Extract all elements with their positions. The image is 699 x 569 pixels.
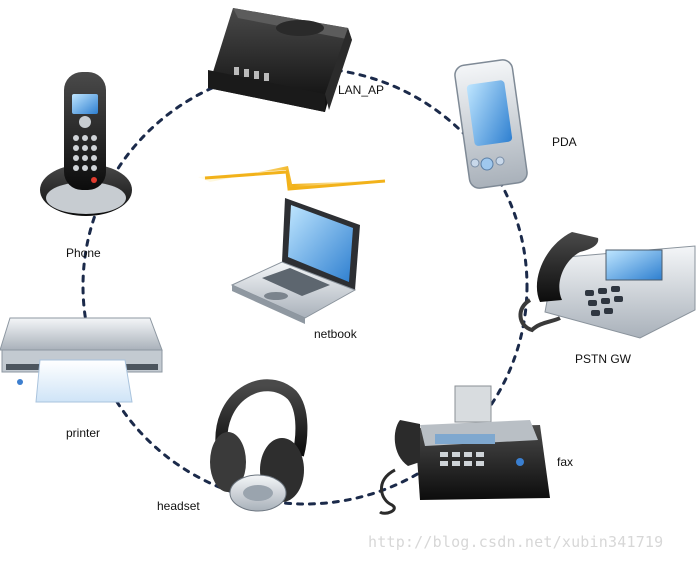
lightning-icon: [198, 166, 390, 191]
headset-label: headset: [157, 499, 200, 513]
router-icon: [208, 8, 352, 112]
pstn-gw-label: PSTN GW: [575, 352, 631, 366]
laptop-icon: [230, 198, 360, 324]
lan-ap-label: LAN_AP: [338, 83, 385, 97]
headset-icon: [210, 379, 308, 512]
watermark: http://blog.csdn.net/xubin341719: [368, 533, 664, 551]
cordless-phone-icon: [40, 72, 132, 216]
phone-label: Phone: [66, 246, 101, 260]
desk-phone-icon: [518, 232, 696, 339]
pda-icon: [454, 59, 528, 189]
netbook-label: netbook: [314, 327, 357, 341]
fax-label: fax: [557, 455, 574, 469]
fax-machine-icon: [379, 385, 550, 515]
printer-icon: [0, 317, 163, 403]
pda-label: PDA: [552, 135, 577, 149]
printer-label: printer: [66, 426, 101, 440]
